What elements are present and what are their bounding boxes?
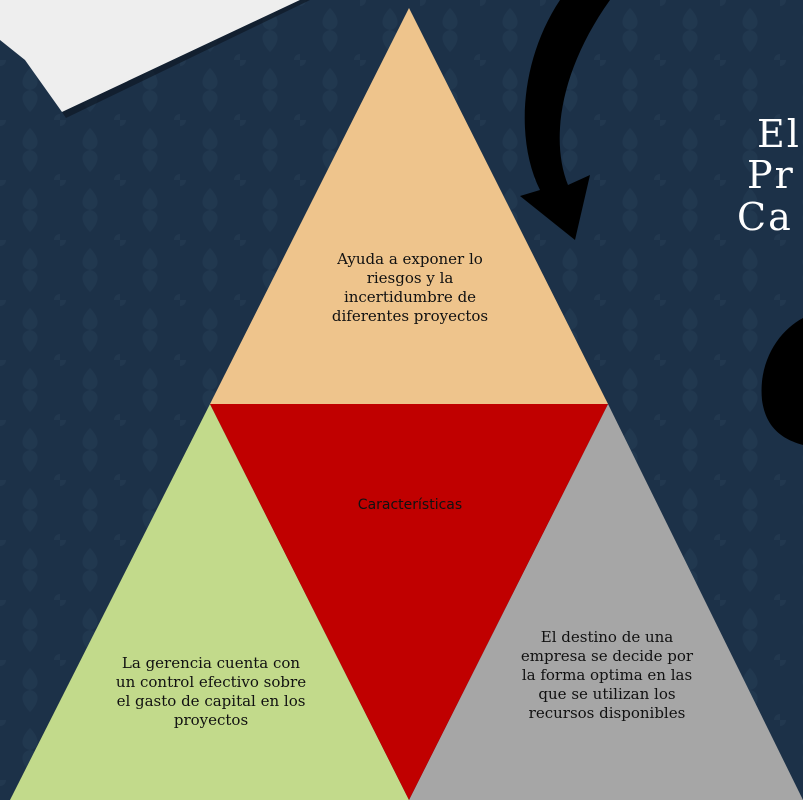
curved-arrow-icon [520, 0, 610, 240]
right-triangle [409, 404, 803, 800]
title-fragment-2: Pr [747, 153, 795, 197]
right-triangle-text: El destino de una empresa se decide por … [520, 628, 694, 722]
title-fragment-3: Ca [737, 195, 793, 239]
paper-sheet-shadow [62, 0, 310, 118]
center-label: Características [357, 497, 463, 513]
cropped-dark-shape [761, 318, 803, 445]
left-triangle [10, 404, 409, 800]
title-fragment-1: El [757, 112, 801, 156]
left-triangle-text: La gerencia cuenta con un control efecti… [115, 654, 307, 729]
center-triangle [210, 404, 608, 800]
top-triangle-text: Ayuda a exponer lo riesgos y la incertid… [331, 250, 489, 325]
top-triangle [210, 8, 608, 404]
paper-sheet [0, 0, 300, 112]
